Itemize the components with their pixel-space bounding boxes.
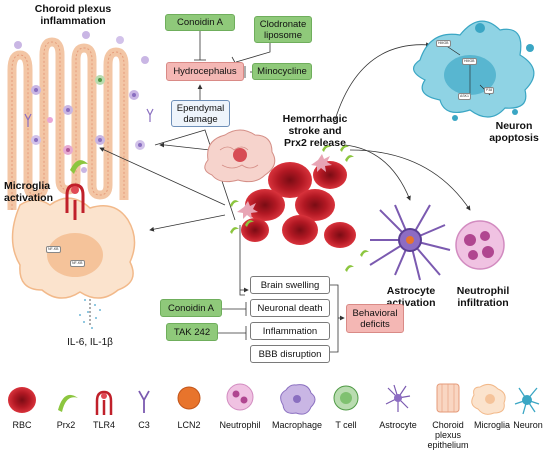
conoidin-a-top-box: Conoidin A: [165, 14, 235, 31]
legend-label-astrocyte: Astrocyte: [379, 420, 417, 430]
cytokine-dots: [79, 299, 101, 329]
legend-label-rbc: RBC: [12, 420, 32, 430]
astrocyte-icon: [385, 384, 411, 412]
released-prx2: [230, 145, 369, 272]
astrocyte-cell: [369, 204, 451, 281]
bbb-disruption-box: BBB disruption: [250, 345, 330, 363]
t-cell-icon: [333, 385, 359, 411]
damage-bursts: [237, 154, 332, 219]
inflammation-box: Inflammation: [250, 322, 330, 340]
microglia-prx2: [70, 160, 88, 174]
macrophage-icon: [280, 384, 316, 415]
microglia-cell: [11, 183, 136, 299]
neuron-label-b: HMGB: [462, 58, 477, 65]
brain-icon: [204, 129, 276, 183]
neuron-label-a: HMGB: [436, 40, 451, 47]
cytokines-label: IL-6, IL-1β: [67, 337, 113, 348]
legend-label-microglia: Microglia: [473, 420, 510, 430]
rbc-cluster: [241, 161, 356, 248]
tlr4-icon: [95, 390, 113, 415]
neuron-label-c: ASK1: [458, 93, 471, 100]
legend-label-tlr4: TLR4: [92, 420, 115, 430]
neutrophil-cell: [455, 220, 505, 270]
legend-label-neuron: Neuron: [513, 420, 543, 430]
legend-label-prx2: Prx2: [56, 420, 76, 430]
choroid-immune-cells: [14, 31, 154, 173]
neuron-label-d: P38: [484, 87, 495, 94]
legend-label-macrophage: Macrophage: [271, 420, 323, 430]
neuron-icon: [514, 387, 540, 415]
choroid-plexus-epithelium-icon: [436, 383, 460, 413]
legend-label-t-cell: T cell: [335, 420, 357, 430]
legend-label-c3: C3: [138, 420, 150, 430]
tak-242-box: TAK 242: [166, 323, 218, 341]
brain-swelling-box: Brain swelling: [250, 276, 330, 294]
neutrophil-icon: [226, 383, 254, 411]
microglia-nucleus-label: NF-KB: [70, 260, 85, 267]
minocycline-box: Minocycline: [252, 63, 312, 80]
legend-label-neutrophil: Neutrophil: [219, 420, 261, 430]
c3-icon: [138, 390, 150, 413]
hydrocephalus-box: Hydrocephalus: [166, 62, 244, 81]
microglia-icon: [471, 383, 506, 415]
legend-label-lcn2: LCN2: [177, 420, 201, 430]
conoidin-a-bottom-box: Conoidin A: [160, 299, 222, 317]
neuronal-death-box: Neuronal death: [250, 299, 330, 317]
rbc-icon: [8, 387, 36, 413]
microglia-nfkb-label: NF-KB: [46, 246, 61, 253]
prx2-icon: [58, 394, 78, 412]
legend-icons: [8, 383, 540, 415]
neuron-cell: [413, 20, 535, 121]
lcn2-icon: [177, 386, 201, 410]
